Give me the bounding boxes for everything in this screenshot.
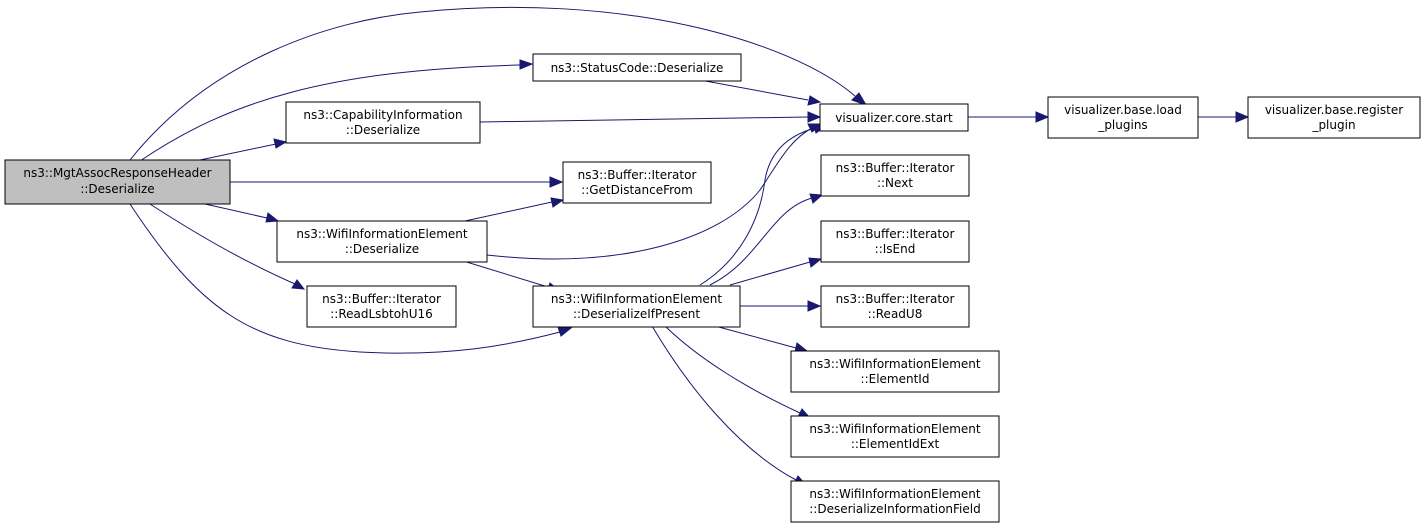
node-visualizer-core-start[interactable]: visualizer.core.start [819,103,969,132]
node-label: ns3::Buffer::Iterator [836,292,955,306]
node-label: _plugin [1311,118,1355,132]
node-label: ns3::WifiInformationElement [809,357,981,371]
node-wifiinformationelement-elementidext[interactable]: ns3::WifiInformationElement ::ElementIdE… [790,415,1000,458]
edge-mgt-status [139,64,521,162]
node-label: ::ReadLsbtohU16 [330,307,433,321]
edge-deserifpresent-visstart [699,127,816,286]
node-label: ns3::Buffer::Iterator [578,168,697,182]
node-label: ns3::StatusCode::Deserialize [551,61,724,75]
node-label: ns3::WifiInformationElement [809,422,981,436]
edge-mgt-capability [199,143,277,161]
edge-mgt-wifideser [204,203,268,219]
edge-wifideser-visstart [486,127,813,260]
node-label: ::GetDistanceFrom [581,183,693,197]
edge-mgt-deserifpresent [129,203,561,354]
nodes: ns3::MgtAssocResponseHeader ::Deserializ… [4,53,1421,523]
node-label: ns3::WifiInformationElement [551,292,723,306]
edges [129,6,1250,486]
node-label: visualizer.core.start [835,111,953,125]
edge-arrowhead [273,138,288,149]
node-label: ::Next [877,176,913,190]
node-label: visualizer.base.load [1064,103,1182,117]
edge-deserifpresent-next [709,197,813,286]
edge-status-visstart [699,79,809,101]
node-label: ::ElementIdExt [851,437,940,451]
node-visualizer-base-load-plugins[interactable]: visualizer.base.load _plugins [1047,96,1199,139]
edge-wifideser-deserifpresent [459,259,549,288]
node-wifiinformationelement-deserialize[interactable]: ns3::WifiInformationElement ::Deserializ… [276,220,488,263]
node-wifiinformationelement-deserializeifpresent[interactable]: ns3::WifiInformationElement ::Deserializ… [532,285,741,328]
edge-deserifpresent-elementidext [664,325,801,414]
edge-arrowhead [807,300,822,312]
edge-arrowhead [557,326,573,337]
node-label: ::DeserializeIfPresent [573,307,700,321]
node-label: visualizer.base.register [1265,103,1403,117]
node-label: ::ElementId [861,372,930,386]
node-buffer-iterator-next[interactable]: ns3::Buffer::Iterator ::Next [820,154,970,197]
edge-arrowhead [807,95,822,106]
edge-deserifpresent-elementid [714,325,797,349]
node-visualizer-base-register-plugin[interactable]: visualizer.base.register _plugin [1247,96,1421,139]
node-label: ::Deserialize [345,242,419,256]
edge-capability-visstart [479,116,809,123]
edge-mgt-readlsb [149,203,296,285]
edge-arrowhead [550,197,565,208]
edge-arrowhead [291,279,306,290]
node-label: ::Deserialize [346,123,420,137]
node-capabilityinformation-deserialize[interactable]: ns3::CapabilityInformation ::Deserialize [285,101,481,144]
node-mgtassocresponseheader-deserialize[interactable]: ns3::MgtAssocResponseHeader ::Deserializ… [4,159,231,205]
edge-arrowhead [1235,111,1250,123]
node-label: _plugins [1097,118,1147,132]
edge-deserifpresent-deserinfofield [651,325,797,481]
edge-deserifpresent-isend [729,261,811,286]
edge-arrowhead [549,176,564,188]
node-wifiinformationelement-elementid[interactable]: ns3::WifiInformationElement ::ElementId [790,350,1000,393]
node-label: ::Deserialize [80,182,154,196]
edge-arrowhead [851,92,868,106]
edge-arrowhead [519,59,534,70]
node-label: ns3::WifiInformationElement [809,487,981,501]
node-buffer-iterator-readlsbtohu16[interactable]: ns3::Buffer::Iterator ::ReadLsbtohU16 [306,285,457,328]
node-label: ns3::Buffer::Iterator [322,292,441,306]
edge-wifideser-getdistance [464,201,553,222]
node-buffer-iterator-isend[interactable]: ns3::Buffer::Iterator ::IsEnd [820,220,970,263]
node-buffer-iterator-getdistancefrom[interactable]: ns3::Buffer::Iterator ::GetDistanceFrom [562,161,712,204]
node-buffer-iterator-readu8[interactable]: ns3::Buffer::Iterator ::ReadU8 [820,285,970,328]
node-label: ns3::Buffer::Iterator [836,227,955,241]
edge-arrowhead [808,257,823,268]
edge-mgt-visstart [129,6,856,161]
node-wifiinformationelement-deserializeinformationfield[interactable]: ns3::WifiInformationElement ::Deserializ… [790,480,1000,523]
node-label: ::ReadU8 [868,307,923,321]
node-label: ::IsEnd [875,242,916,256]
node-label: ns3::WifiInformationElement [296,227,468,241]
node-label: ns3::Buffer::Iterator [836,161,955,175]
edge-arrowhead [807,111,822,123]
edge-arrowhead [809,193,824,204]
node-label: ns3::MgtAssocResponseHeader [23,166,211,180]
node-label: ::DeserializeInformationField [809,502,980,516]
node-label: ns3::CapabilityInformation [303,108,462,122]
node-statuscode-deserialize[interactable]: ns3::StatusCode::Deserialize [532,53,742,82]
edge-arrowhead [1035,111,1050,123]
edge-arrowhead [265,212,280,223]
